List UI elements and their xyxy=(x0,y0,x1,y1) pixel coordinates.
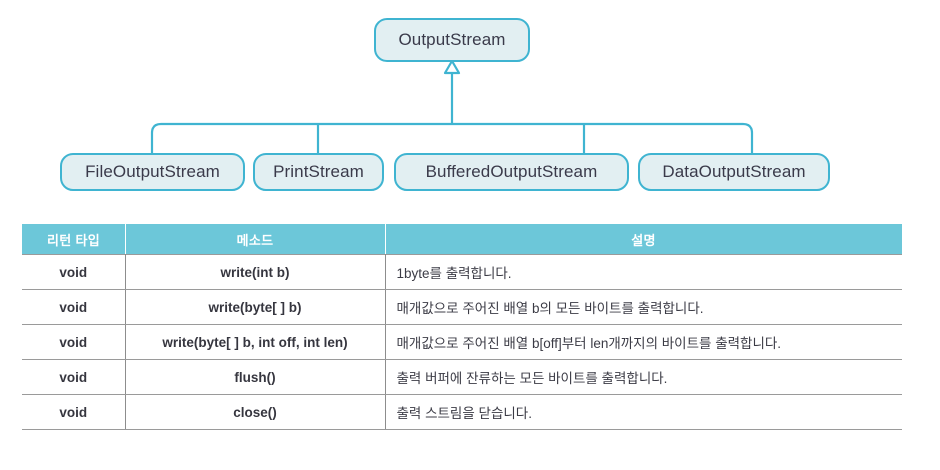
column-header-description: 설명 xyxy=(385,224,902,255)
inheritance-arrowhead-icon xyxy=(443,59,461,75)
column-header-method: 메소드 xyxy=(125,224,385,255)
cell-method: flush() xyxy=(125,359,386,395)
inheritance-connector-lines xyxy=(150,59,754,154)
class-box-fileoutputstream[interactable]: FileOutputStream xyxy=(60,153,245,191)
class-box-label: OutputStream xyxy=(398,30,506,49)
column-header-return-type: 리턴 타입 xyxy=(22,224,125,255)
cell-description: 출력 버퍼에 잔류하는 모든 바이트를 출력합니다. xyxy=(385,359,902,395)
cell-description: 출력 스트림을 닫습니다. xyxy=(385,394,902,430)
class-box-printstream[interactable]: PrintStream xyxy=(253,153,384,191)
cell-method: write(byte[ ] b) xyxy=(125,289,386,325)
cell-method: close() xyxy=(125,394,386,430)
cell-description: 매개값으로 주어진 배열 b[off]부터 len개까지의 바이트를 출력합니다… xyxy=(385,324,902,360)
table-row: void write(byte[ ] b, int off, int len) … xyxy=(22,324,902,360)
table-row: void write(int b) 1byte를 출력합니다. xyxy=(22,254,902,290)
cell-method: write(int b) xyxy=(125,254,386,290)
class-box-label: PrintStream xyxy=(273,162,364,181)
table-row: void flush() 출력 버퍼에 잔류하는 모든 바이트를 출력합니다. xyxy=(22,359,902,395)
cell-description: 매개값으로 주어진 배열 b의 모든 바이트를 출력합니다. xyxy=(385,289,902,325)
class-box-label: BufferedOutputStream xyxy=(425,162,598,181)
cell-return-type: void xyxy=(22,324,126,360)
cell-return-type: void xyxy=(22,359,126,395)
class-box-label: FileOutputStream xyxy=(85,162,220,181)
table-header-row: 리턴 타입 메소드 설명 xyxy=(22,224,902,255)
cell-description: 1byte를 출력합니다. xyxy=(385,254,902,290)
cell-return-type: void xyxy=(22,289,126,325)
class-box-bufferedoutputstream[interactable]: BufferedOutputStream xyxy=(394,153,629,191)
cell-return-type: void xyxy=(22,254,126,290)
class-hierarchy-diagram: OutputStream FileOutputStream PrintStrea… xyxy=(0,0,940,215)
method-summary-table: 리턴 타입 메소드 설명 void write(int b) 1byte를 출력… xyxy=(22,224,902,430)
cell-return-type: void xyxy=(22,394,126,430)
class-box-outputstream[interactable]: OutputStream xyxy=(374,18,530,62)
cell-method: write(byte[ ] b, int off, int len) xyxy=(125,324,386,360)
connector-bus xyxy=(150,122,754,154)
class-box-dataoutputstream[interactable]: DataOutputStream xyxy=(638,153,830,191)
class-box-label: DataOutputStream xyxy=(662,162,806,181)
table-row: void close() 출력 스트림을 닫습니다. xyxy=(22,394,902,430)
table-row: void write(byte[ ] b) 매개값으로 주어진 배열 b의 모든… xyxy=(22,289,902,325)
